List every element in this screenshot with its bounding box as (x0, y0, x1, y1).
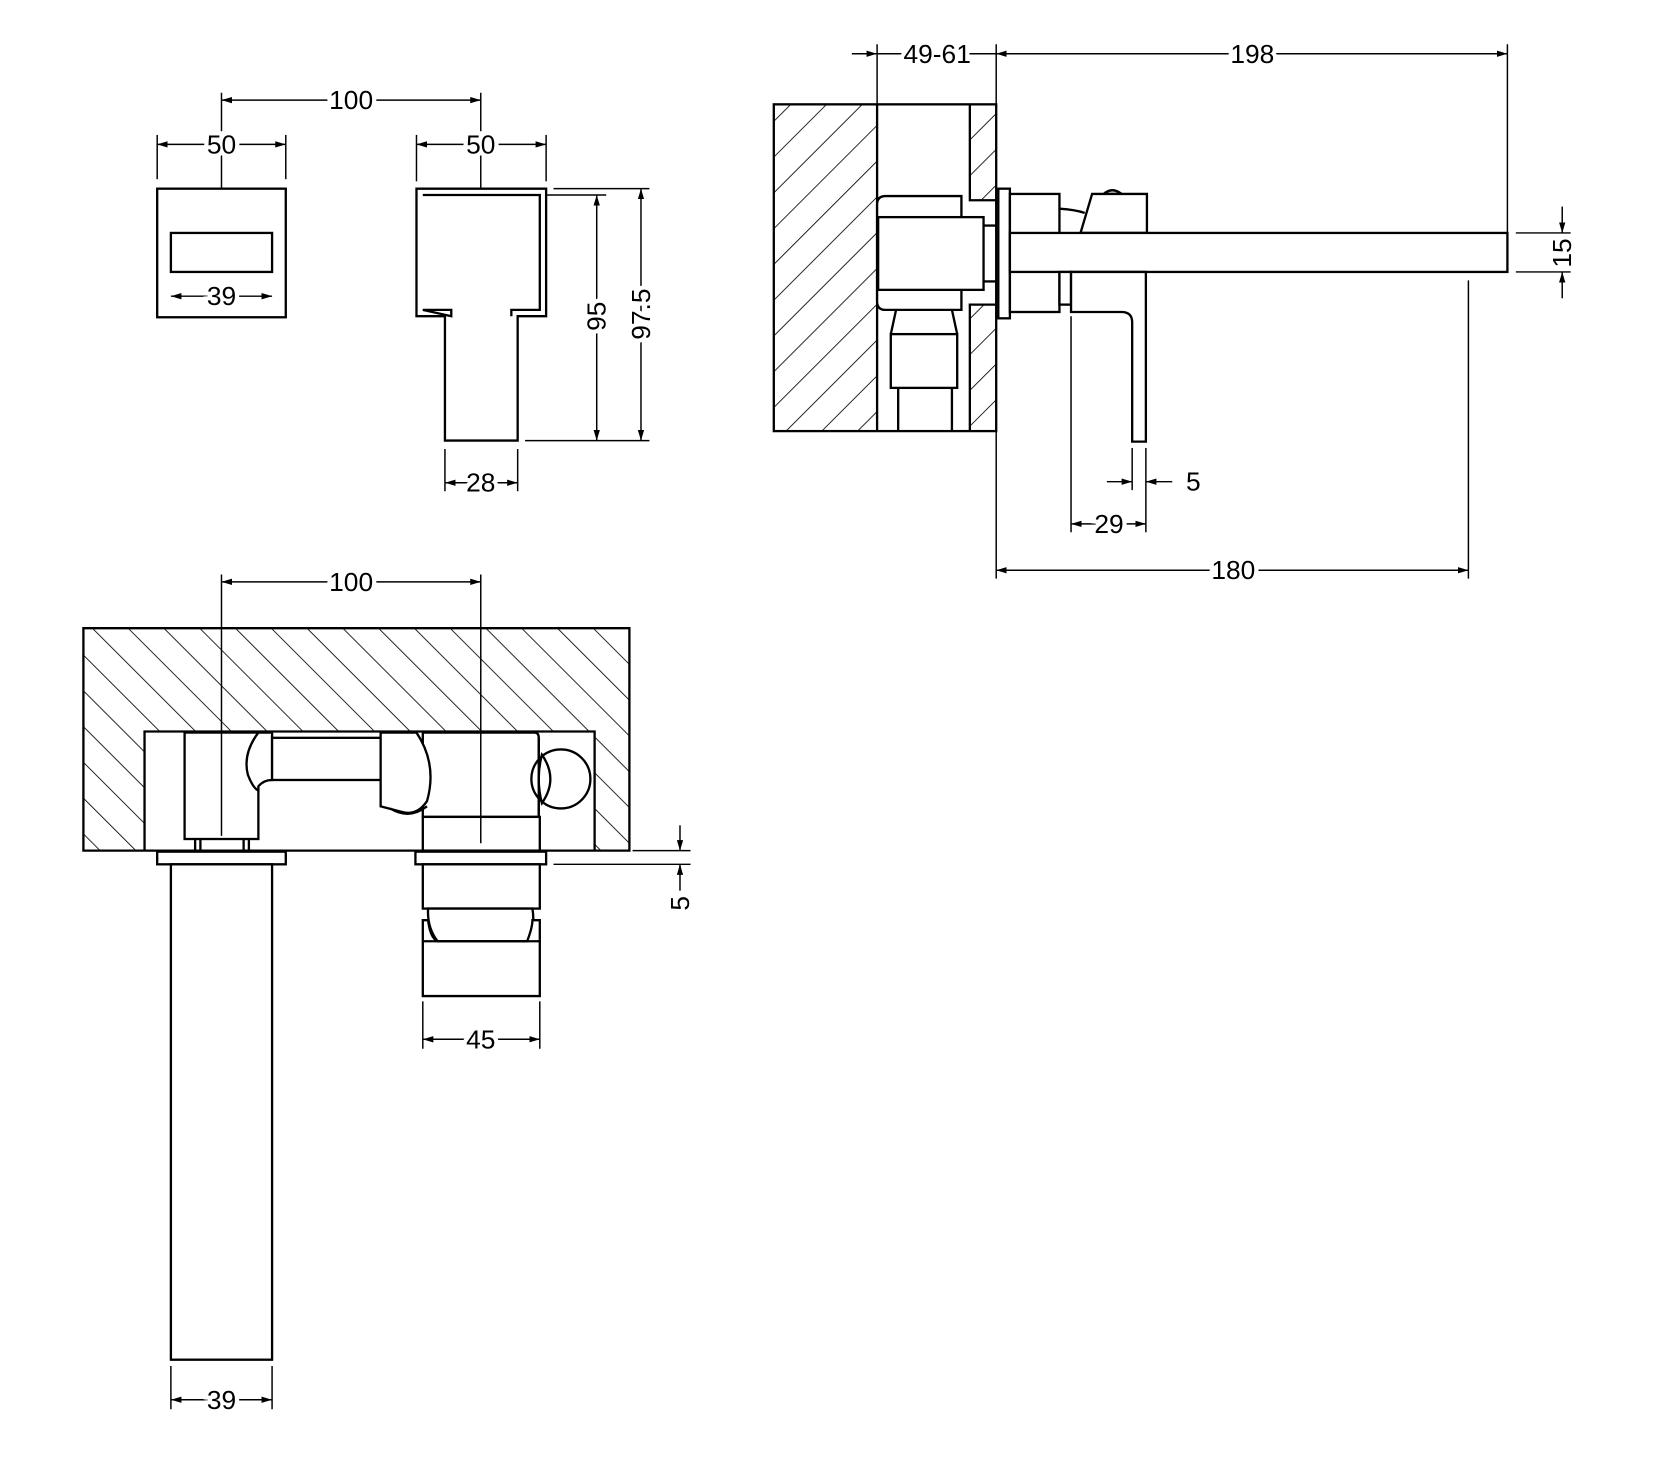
dim-spout-width: 50 (466, 129, 495, 159)
dim-lever-plate: 29 (1094, 509, 1123, 539)
dim-height-outer: 97.5 (626, 288, 656, 339)
dim-projection-overall: 198 (1230, 39, 1274, 69)
dim-height-inner: 95 (582, 302, 612, 331)
front-view-spout (415, 187, 548, 442)
dim-projection-spout: 180 (1211, 555, 1255, 585)
dim-plan-centres: 100 (329, 567, 373, 597)
dim-handle-width: 45 (466, 1024, 495, 1054)
dim-spout-thickness: 15 (1547, 238, 1577, 267)
dim-plate-thickness: 5 (665, 896, 695, 911)
front-dimensions: 100 50 39 50 28 95 97.5 (156, 81, 660, 502)
dim-spout-neck: 28 (466, 468, 495, 498)
dim-wall-depth: 49-61 (903, 39, 970, 69)
dim-lever-width: 50 (207, 129, 236, 159)
side-dimensions: 49-61 198 180 29 5 15 (851, 35, 1579, 589)
dim-lever-thickness: 5 (1186, 467, 1201, 497)
plan-dimensions: 100 5 45 39 (170, 563, 699, 1419)
dim-spout-width-plan: 39 (207, 1385, 236, 1415)
dim-lever-inner: 39 (207, 281, 236, 311)
dim-front-centres: 100 (329, 85, 373, 115)
plan-view (82, 574, 631, 1361)
side-view (772, 103, 1509, 443)
